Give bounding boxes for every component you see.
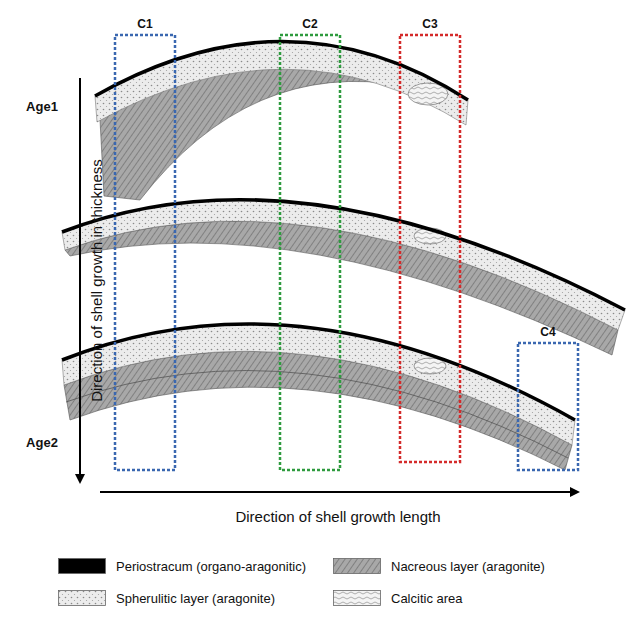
c3-window xyxy=(400,35,460,462)
shell-age1 xyxy=(95,41,468,200)
window-label: C1 xyxy=(137,17,152,31)
legend-swatch xyxy=(58,558,106,574)
window-label: C4 xyxy=(540,325,555,339)
legend-swatch xyxy=(333,558,381,574)
legend-text: Periostracum (organo-aragonitic) xyxy=(116,559,306,574)
c1-window xyxy=(115,35,175,470)
shell-age2 xyxy=(62,324,575,470)
thickness-arrow xyxy=(79,78,81,482)
axis-label: Direction of shell growth length xyxy=(235,508,440,525)
legend-swatch xyxy=(58,590,106,606)
c4-window xyxy=(518,343,578,470)
legend-swatch xyxy=(333,590,381,606)
legend-text: Nacreous layer (aragonite) xyxy=(391,559,545,574)
age-label: Age1 xyxy=(26,99,58,114)
age-label: Age2 xyxy=(26,435,58,450)
legend-text: Calcitic area xyxy=(391,591,463,606)
legend-text: Spherulitic layer (aragonite) xyxy=(116,591,275,606)
c2-window xyxy=(280,35,340,470)
length-arrow xyxy=(100,491,578,493)
axis-label: Direction of shell growth in thickness xyxy=(88,159,105,402)
window-label: C3 xyxy=(422,17,437,31)
window-label: C2 xyxy=(302,17,317,31)
